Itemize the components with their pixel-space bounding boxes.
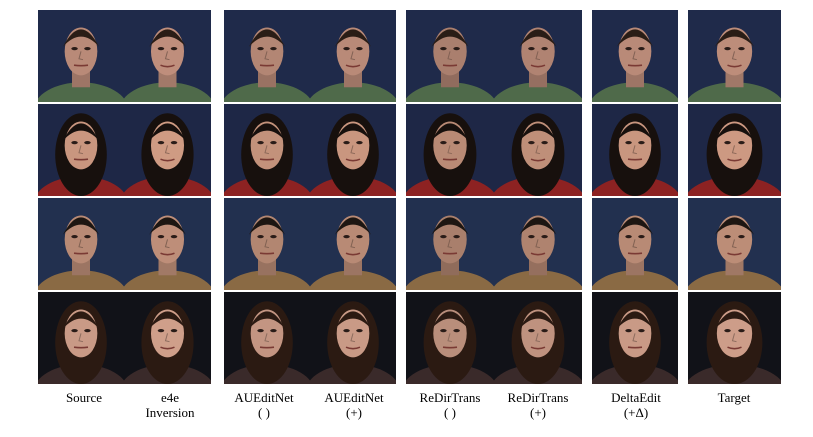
face-image: [494, 104, 582, 196]
face-portrait: [494, 198, 582, 290]
face-image: [38, 292, 124, 384]
face-image: [494, 292, 582, 384]
face-portrait: [406, 10, 494, 102]
face-portrait: [310, 104, 396, 196]
face-image: [406, 198, 494, 290]
face-portrait: [38, 198, 124, 290]
face-image: [688, 10, 781, 102]
column-label-line1: ReDirTrans: [507, 390, 569, 405]
face-image: [224, 10, 310, 102]
face-portrait: [592, 292, 678, 384]
face-portrait: [224, 292, 310, 384]
column-label-line2: (+): [530, 405, 546, 420]
column-label: e4e Inversion: [122, 390, 218, 420]
column-label-line1: AUEditNet: [324, 390, 384, 405]
face-portrait: [310, 198, 396, 290]
column-label-line2: ( ): [258, 405, 270, 420]
face-portrait: [406, 104, 494, 196]
column-label: AUEditNet ( ): [216, 390, 312, 420]
face-portrait: [224, 10, 310, 102]
column-label-line2: (+): [346, 405, 362, 420]
column-label: Source: [36, 390, 132, 405]
face-portrait: [124, 104, 211, 196]
face-image: [38, 10, 124, 102]
face-portrait: [310, 292, 396, 384]
column-label-line2: ( ): [444, 405, 456, 420]
face-image: [494, 10, 582, 102]
face-image: [310, 198, 396, 290]
face-image: [38, 198, 124, 290]
face-portrait: [592, 10, 678, 102]
face-portrait: [38, 104, 124, 196]
face-portrait: [688, 292, 781, 384]
face-portrait: [592, 198, 678, 290]
face-portrait: [38, 292, 124, 384]
column-label: AUEditNet (+): [306, 390, 402, 420]
column-label: DeltaEdit (+Δ): [588, 390, 684, 420]
column-label-line1: Target: [717, 390, 751, 405]
face-image: [688, 198, 781, 290]
face-portrait: [688, 104, 781, 196]
column-label: Target: [686, 390, 782, 405]
column-label-line1: Source: [65, 390, 103, 405]
face-image: [592, 198, 678, 290]
column-label-line2: (+Δ): [623, 405, 649, 420]
face-image: [124, 292, 211, 384]
face-portrait: [688, 10, 781, 102]
face-portrait: [592, 104, 678, 196]
column-label-line1: e4e: [160, 390, 180, 405]
face-image: [592, 104, 678, 196]
face-image: [224, 292, 310, 384]
face-image: [38, 104, 124, 196]
column-label: ReDirTrans ( ): [402, 390, 498, 420]
face-portrait: [494, 104, 582, 196]
face-portrait: [494, 10, 582, 102]
face-image: [124, 10, 211, 102]
face-portrait: [224, 198, 310, 290]
face-portrait: [38, 10, 124, 102]
face-image: [494, 198, 582, 290]
face-image: [688, 292, 781, 384]
face-image: [592, 10, 678, 102]
face-image: [406, 104, 494, 196]
face-image: [310, 292, 396, 384]
face-image: [124, 198, 211, 290]
face-portrait: [124, 10, 211, 102]
column-label: ReDirTrans (+): [490, 390, 586, 420]
face-portrait: [310, 10, 396, 102]
face-image: [406, 10, 494, 102]
column-label-line1: AUEditNet: [234, 390, 294, 405]
column-label-line2: Inversion: [145, 405, 195, 420]
face-portrait: [688, 198, 781, 290]
face-image: [406, 292, 494, 384]
face-portrait: [124, 292, 211, 384]
face-image: [310, 104, 396, 196]
face-portrait: [224, 104, 310, 196]
column-label-line1: DeltaEdit: [611, 390, 661, 405]
face-image: [310, 10, 396, 102]
face-image: [592, 292, 678, 384]
face-portrait: [494, 292, 582, 384]
face-image: [124, 104, 211, 196]
column-label-line1: ReDirTrans: [419, 390, 481, 405]
face-portrait: [406, 198, 494, 290]
face-image: [224, 198, 310, 290]
face-portrait: [406, 292, 494, 384]
face-image: [224, 104, 310, 196]
face-portrait: [124, 198, 211, 290]
face-image: [688, 104, 781, 196]
